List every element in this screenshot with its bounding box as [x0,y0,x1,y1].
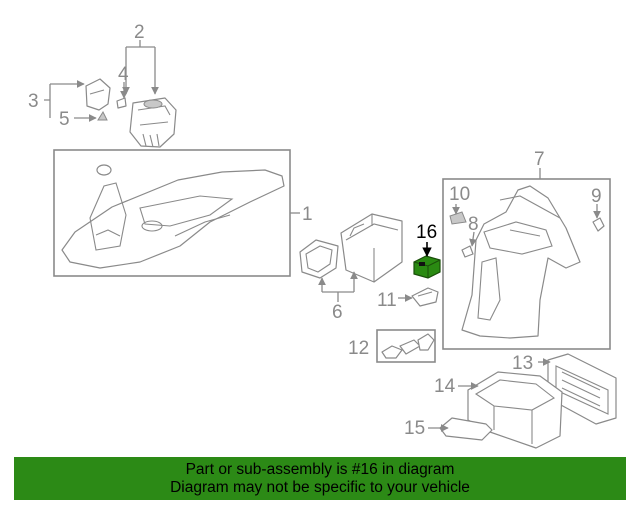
callout-1: 1 [302,204,313,225]
callout-12: 12 [348,338,369,359]
clip-part-9 [592,217,605,232]
cup-holder-assembly [299,213,403,283]
callout-9: 9 [591,186,602,207]
callout-3: 3 [28,91,39,112]
callout-4: 4 [118,64,129,85]
shift-knob [85,78,111,111]
clip-part-10 [449,211,467,225]
clip-part-11 [411,287,439,307]
callout-13: 13 [512,353,533,374]
front-console-panel [53,149,291,277]
callout-2: 2 [134,22,145,43]
clip-part-4 [116,97,127,109]
rubber-pad [439,417,493,441]
console-lid-panel [547,353,617,425]
shift-lever-assembly [129,97,177,148]
banner-line-1: Part or sub-assembly is #16 in diagram [185,460,455,478]
power-socket-assembly [376,329,436,363]
callout-10: 10 [449,184,470,205]
callout-6: 6 [332,302,343,323]
callout-14: 14 [434,376,456,397]
banner-line-2: Diagram may not be specific to your vehi… [170,478,470,496]
highlighted-switch-part-16 [413,255,441,279]
callout-11: 11 [377,290,397,311]
clip-part-8 [461,245,474,258]
callout-15: 15 [404,418,425,439]
rear-console-panel [442,178,611,350]
callout-16: 16 [416,222,437,243]
screw-part-5 [97,110,108,121]
parts-diagram: 1 2 3 4 5 6 7 8 9 10 11 12 13 14 15 16 [28,22,617,449]
callout-7: 7 [534,149,545,170]
callout-5: 5 [59,109,70,130]
info-banner: Part or sub-assembly is #16 in diagram D… [14,457,626,500]
callout-8: 8 [468,214,479,235]
leader-lines [44,40,601,432]
